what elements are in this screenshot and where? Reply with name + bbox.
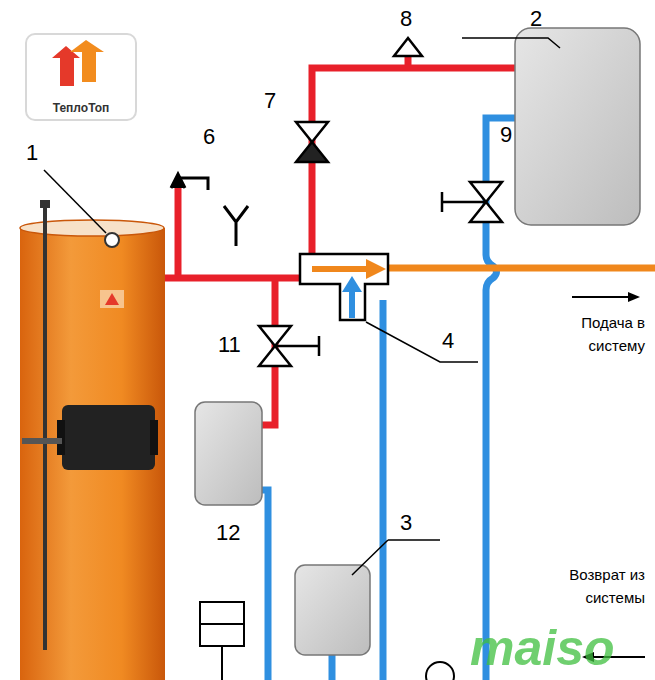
control-unit (200, 602, 454, 680)
return-pipes (262, 118, 515, 680)
callout-number: 9 (500, 122, 512, 147)
air-vent (394, 38, 422, 56)
drain-symbol (171, 174, 248, 246)
supply-pipes (165, 56, 515, 425)
callout-number: 12 (216, 520, 240, 545)
valve-7 (296, 122, 328, 162)
leader-lines (44, 38, 560, 575)
valve-11 (259, 326, 319, 366)
watermark: maiso (470, 620, 615, 678)
callout-number: 6 (203, 124, 215, 149)
logo-text: ТеплоТоп (53, 101, 110, 115)
callout-number: 3 (400, 510, 412, 535)
expansion-tank (515, 28, 640, 225)
mixing-valve (300, 254, 388, 320)
tank-3 (295, 565, 370, 655)
tank-12 (195, 402, 262, 505)
callout-number: 4 (442, 328, 454, 353)
callout-number: 7 (264, 88, 276, 113)
logo-icon (52, 40, 104, 86)
valve-9 (442, 182, 502, 222)
callout-number: 8 (400, 6, 412, 31)
callout-number: 11 (218, 332, 241, 357)
logo-box: ТеплоТоп (25, 33, 137, 121)
supply-line (385, 265, 655, 272)
callout-number: 1 (26, 140, 38, 165)
boiler (20, 200, 165, 680)
flow-label: Подача в систему (545, 312, 645, 357)
flow-label: Возврат из системы (525, 564, 645, 609)
callout-number: 2 (530, 6, 542, 31)
